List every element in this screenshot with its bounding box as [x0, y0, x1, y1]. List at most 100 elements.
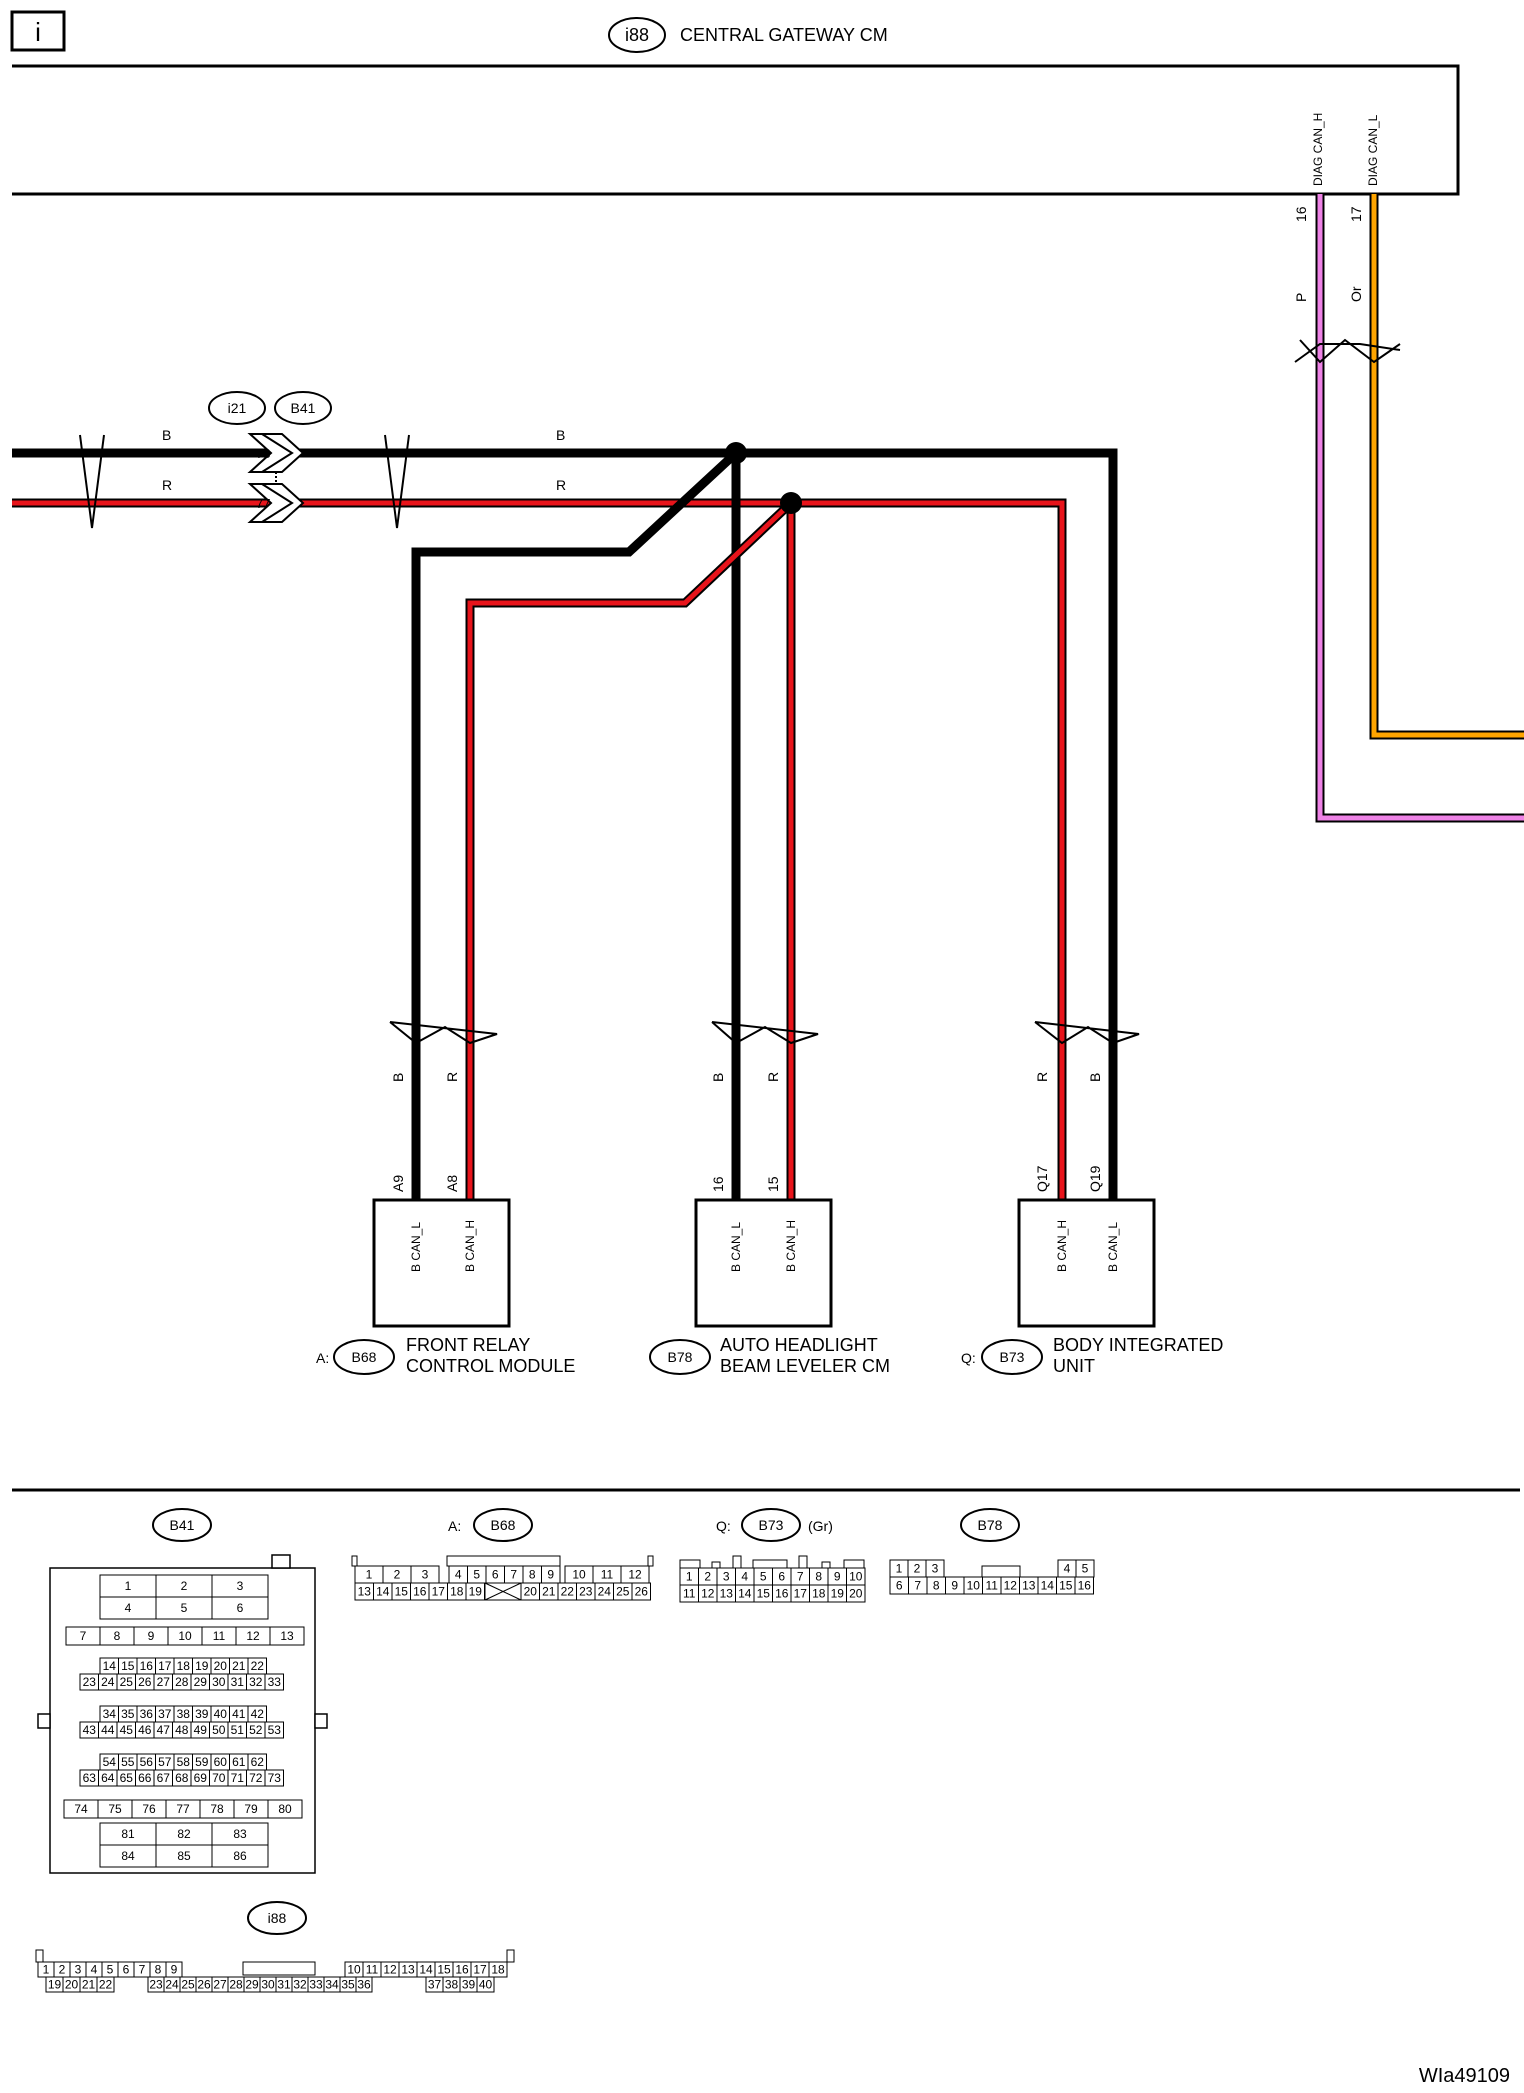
b78-title: B78 [978, 1517, 1003, 1533]
i88-pin-label: 36 [357, 1978, 371, 1992]
module-auto-headlight: B CAN_L B CAN_H 16 15 B R B78 AUTO HEADL… [649, 1072, 890, 1376]
b41-pin-label: 25 [120, 1675, 134, 1689]
b68-pin-label: 19 [469, 1585, 483, 1599]
gateway-name: CENTRAL GATEWAY CM [680, 25, 888, 45]
i88-pin-label: 32 [293, 1978, 307, 1992]
front-relay-name-1: FRONT RELAY [406, 1335, 530, 1355]
gateway-pin-h-number: 16 [1293, 206, 1309, 222]
i88-pin-label: 34 [325, 1978, 339, 1992]
b41-pin-label: 81 [121, 1827, 135, 1841]
i88-pin-label: 15 [437, 1963, 451, 1977]
b41-pin-label: 23 [83, 1675, 97, 1689]
b68-prefix: A: [448, 1518, 461, 1534]
i88-pin-label: 40 [479, 1978, 493, 1992]
b41-cell [264, 1769, 284, 1787]
front-relay-conn: B68 [352, 1349, 377, 1365]
b41-pin-label: 77 [176, 1802, 190, 1816]
i88-pin-label: 23 [149, 1978, 163, 1992]
i88-pin-label: 11 [366, 1963, 379, 1977]
i88-pin-label: 21 [82, 1978, 96, 1992]
b41-pin-label: 68 [175, 1771, 189, 1785]
b68-pin-label: 12 [628, 1568, 642, 1582]
b41-pin-label: 29 [194, 1675, 208, 1689]
b41-pin-label: 85 [177, 1849, 191, 1863]
junction-pin-black: 78 [256, 446, 270, 461]
b78-pin-label: 14 [1041, 1579, 1055, 1593]
black-main-wire [12, 448, 1118, 1200]
b73-pin-label: 7 [797, 1570, 804, 1584]
i88-pin-label: 38 [445, 1978, 459, 1992]
b41-pin-label: 18 [177, 1659, 191, 1673]
gateway-pin-l-label: DIAG CAN_L [1366, 114, 1380, 186]
b78-pin-label: 4 [1064, 1562, 1071, 1576]
b73-pin-label: 15 [757, 1587, 771, 1601]
b78-pin-label: 13 [1022, 1579, 1036, 1593]
i88-pin-label: 6 [123, 1963, 130, 1977]
page-tag-text: i [35, 17, 41, 47]
b73-pin-label: 6 [778, 1570, 785, 1584]
b68-pin-label: 13 [358, 1585, 372, 1599]
i88-cell [355, 1976, 373, 1993]
b41-pin-label: 5 [181, 1601, 188, 1615]
i88-pin-label: 26 [197, 1978, 211, 1992]
footer-code: WIa49109 [1419, 2065, 1510, 2087]
i88-pin-label: 30 [261, 1978, 275, 1992]
i88-pin-label: 33 [309, 1978, 323, 1992]
gateway-connector-id: i88 [625, 25, 649, 45]
b41-pin-label: 1 [125, 1579, 132, 1593]
b41-pin-label: 30 [212, 1675, 226, 1689]
front-relay-name-2: CONTROL MODULE [406, 1356, 575, 1376]
b68-pin-label: 25 [616, 1585, 630, 1599]
body-prefix: Q: [961, 1350, 976, 1366]
b68-pin-label: 14 [376, 1585, 390, 1599]
b41-pin-label: 71 [231, 1771, 245, 1785]
i88-pin-label: 35 [341, 1978, 355, 1992]
gateway-pin-h-label: DIAG CAN_H [1311, 113, 1325, 186]
front-relay-pin-right-no: A8 [444, 1175, 460, 1192]
front-relay-wire-left: B [390, 1073, 406, 1082]
b73-cell [846, 1584, 866, 1603]
b41-pin-label: 43 [83, 1723, 97, 1737]
can-bus-wires: B R B R [12, 427, 1140, 1200]
b41-pin-label: 78 [210, 1802, 224, 1816]
b41-pin-label: 33 [268, 1675, 282, 1689]
b73-pin-label: 16 [775, 1587, 789, 1601]
b41-pin-label: 35 [121, 1707, 135, 1721]
red-splice [780, 492, 802, 514]
module-front-relay: B CAN_L B CAN_H A9 A8 B R A: B68 FRONT R… [316, 1072, 575, 1376]
b41-pin-label: 46 [138, 1723, 152, 1737]
b68-pin-label: 7 [510, 1568, 517, 1582]
b41-pin-label: 53 [268, 1723, 282, 1737]
i88-pin-label: 5 [107, 1963, 114, 1977]
wire-break-mid [384, 434, 410, 529]
b41-pin-label: 69 [194, 1771, 208, 1785]
b73-pin-label: 20 [849, 1587, 863, 1601]
b73-pin-label: 5 [760, 1570, 767, 1584]
b73-pin-label: 9 [834, 1570, 841, 1584]
b68-pin-label: 21 [542, 1585, 556, 1599]
front-relay-pin-left-no: A9 [390, 1175, 406, 1192]
b78-pin-label: 10 [967, 1579, 981, 1593]
b73-pin-label: 12 [701, 1587, 715, 1601]
b41-pin-label: 26 [138, 1675, 152, 1689]
body-name-1: BODY INTEGRATED [1053, 1335, 1223, 1355]
b41-pin-label: 80 [278, 1802, 292, 1816]
i88-title: i88 [268, 1910, 287, 1926]
b73-prefix: Q: [716, 1518, 731, 1534]
b41-pin-label: 31 [231, 1675, 245, 1689]
b78-pin-label: 9 [951, 1579, 958, 1593]
i88-pin-label: 9 [171, 1963, 178, 1977]
b78-pin-label: 8 [933, 1579, 940, 1593]
b41-pin-label: 37 [158, 1707, 172, 1721]
b41-pin-label: 15 [121, 1659, 135, 1673]
headlight-pin-left-no: 16 [710, 1176, 726, 1192]
b68-pin-label: 2 [394, 1568, 401, 1582]
b41-pin-label: 42 [251, 1707, 265, 1721]
b41-pin-label: 58 [177, 1755, 191, 1769]
b41-cell [267, 1799, 303, 1819]
i88-pin-label: 28 [229, 1978, 243, 1992]
b41-pin-label: 72 [249, 1771, 263, 1785]
